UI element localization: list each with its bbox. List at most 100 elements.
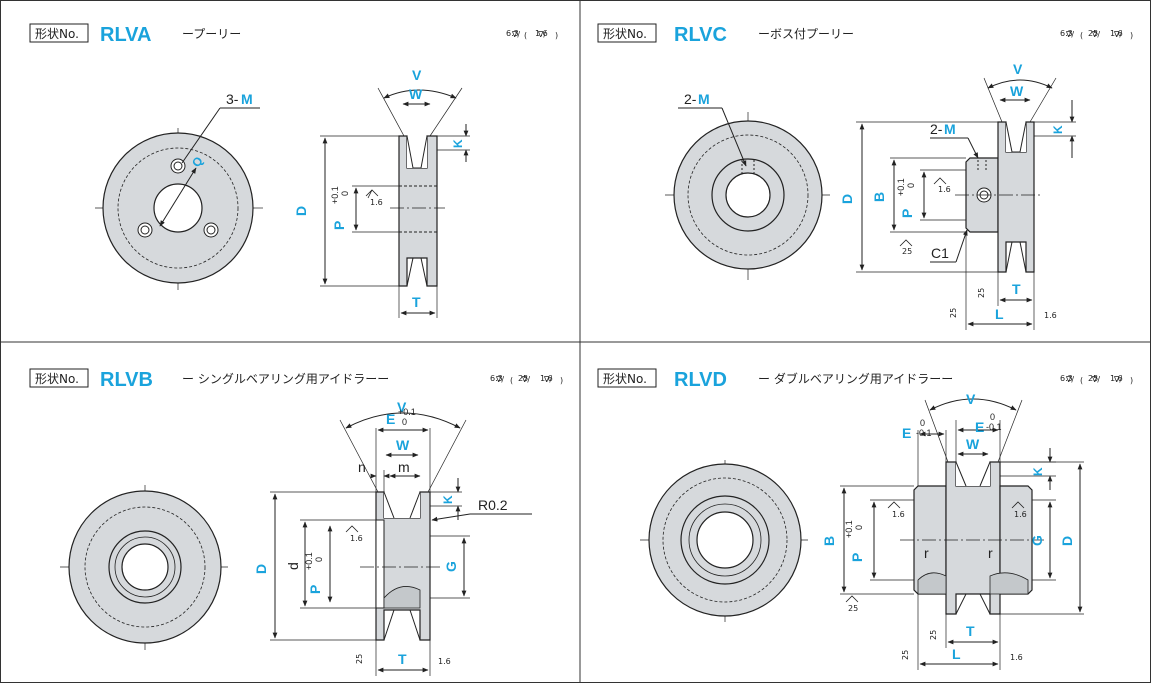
- dim-p: P: [849, 553, 865, 562]
- svg-text:∇/: ∇/: [1113, 375, 1122, 384]
- fillet-r-right: r: [988, 545, 993, 561]
- svg-text:(: (: [510, 376, 513, 385]
- tol-lower: 0: [854, 525, 864, 530]
- dim-e-right: E: [975, 419, 984, 435]
- dim-d: D: [839, 194, 855, 204]
- roughness-spec: 6.3 ∇/ ( 25 ∇/ 1.6 ∇/ ): [1060, 29, 1133, 40]
- dim-bore-d: d: [285, 562, 301, 570]
- rlva-front-view: 3- M Q: [95, 91, 265, 290]
- roughness-mark: 25: [848, 604, 858, 613]
- shape-no-box: [597, 23, 657, 43]
- roughness-mark: 25: [355, 654, 364, 664]
- svg-text:1.6: 1.6: [535, 29, 548, 38]
- svg-text:∇/: ∇/: [1065, 30, 1074, 39]
- part-code: RLVA: [100, 24, 151, 46]
- tol-lower: 0: [906, 183, 916, 188]
- roughness-mark: 25: [929, 630, 938, 640]
- rlvb-side-view: V E +0.1 0 W n m K: [253, 399, 532, 676]
- dim-w: W: [1010, 83, 1024, 99]
- rlva-side-view: V W K D P +0.1 0 1.6: [293, 67, 470, 318]
- rlvd-side-view: r r V E 0 -0.1 E 0 -0.1 W: [821, 391, 1084, 670]
- svg-text:∇/: ∇/: [1065, 375, 1074, 384]
- tol-e-lower: -0.1: [986, 422, 1002, 432]
- svg-text:∇/: ∇/: [521, 375, 530, 384]
- shape-no-box: [29, 23, 89, 43]
- shape-no-label: 形状No.: [35, 27, 79, 41]
- svg-text:(: (: [1080, 31, 1083, 40]
- dim-b: B: [871, 192, 887, 202]
- panel-rlvc: 形状No. RLVC ーボス付プーリー 6.3 ∇/ ( 25 ∇/ 1.6 ∇…: [597, 23, 1133, 330]
- roughness-mark: 1.6: [438, 657, 451, 666]
- part-subtitle: ーボス付プーリー: [758, 27, 854, 41]
- part-subtitle: ープーリー: [182, 27, 241, 41]
- svg-text:25: 25: [518, 374, 528, 383]
- part-code: RLVD: [674, 369, 727, 391]
- svg-text:25: 25: [1088, 29, 1098, 38]
- mount-hole: [203, 222, 219, 238]
- part-subtitle: ー シングルベアリング用アイドラーー: [182, 372, 389, 386]
- chamfer-c1: C1: [931, 245, 949, 261]
- svg-text:6.3: 6.3: [1060, 374, 1073, 383]
- roughness-spec: 6.3 ∇/ ( 25 ∇/ 1.6 ∇/ ): [490, 374, 563, 385]
- roughness-mark: 1.6: [1014, 510, 1027, 519]
- roughness-mark: 1.6: [370, 198, 383, 207]
- part-code: RLVB: [100, 369, 153, 391]
- dim-m: m: [398, 459, 410, 475]
- svg-text:∇/: ∇/: [1091, 375, 1100, 384]
- svg-text:∇/: ∇/: [543, 375, 552, 384]
- roughness-mark: 25: [977, 288, 986, 298]
- mount-hole: [137, 222, 153, 238]
- svg-text:∇/: ∇/: [1091, 30, 1100, 39]
- svg-text:∇/: ∇/: [511, 30, 520, 39]
- dim-p: P: [307, 585, 323, 594]
- dim-p: P: [331, 221, 347, 230]
- dim-n: n: [358, 459, 366, 475]
- svg-text:25: 25: [1088, 374, 1098, 383]
- rlvb-front-view: [60, 485, 230, 650]
- dim-t: T: [398, 651, 407, 667]
- hole-count-label: 2-: [684, 91, 697, 107]
- roughness-mark: 25: [901, 650, 910, 660]
- dim-l: L: [952, 646, 961, 662]
- svg-text:(: (: [1080, 376, 1083, 385]
- tol-e-lower: 0: [402, 417, 407, 427]
- shape-no-box: [597, 368, 657, 388]
- svg-text:6.3: 6.3: [1060, 29, 1073, 38]
- shape-no-label: 形状No.: [603, 372, 647, 386]
- part-code: RLVC: [674, 24, 727, 46]
- dim-m: M: [241, 91, 253, 107]
- panel-rlva: 形状No. RLVA ープーリー 6.3 ∇/ ( 1.6 ∇/ ): [29, 23, 558, 318]
- dim-m-boss: M: [944, 121, 956, 137]
- dim-e-left: E: [902, 425, 911, 441]
- tol-e-upper: +0.1: [398, 407, 416, 417]
- dim-v: V: [412, 67, 422, 83]
- dim-w: W: [409, 86, 423, 102]
- svg-text:∇/: ∇/: [1113, 30, 1122, 39]
- dim-w: W: [966, 436, 980, 452]
- roughness-mark: 25: [949, 308, 958, 318]
- tol-upper: +0.1: [304, 552, 314, 570]
- tol-lower: 0: [340, 191, 350, 196]
- shape-no-label: 形状No.: [603, 27, 647, 41]
- panel-rlvd: 形状No. RLVD ー ダブルベアリング用アイドラーー 6.3 ∇/ ( 25…: [597, 368, 1133, 670]
- roughness-mark: 1.6: [1044, 311, 1057, 320]
- tol-e-upper: 0: [990, 412, 995, 422]
- svg-text:(: (: [524, 31, 527, 40]
- svg-text:): ): [1130, 31, 1133, 40]
- roughness-mark: 1.6: [350, 534, 363, 543]
- svg-text:1.6: 1.6: [540, 374, 553, 383]
- tol-e-lower: -0.1: [916, 428, 932, 438]
- dim-l: L: [995, 306, 1004, 322]
- svg-text:∇/: ∇/: [495, 375, 504, 384]
- dim-v: V: [397, 399, 407, 415]
- dim-g: G: [1029, 535, 1045, 546]
- dim-d: D: [253, 564, 269, 574]
- tol-upper: +0.1: [844, 520, 854, 538]
- dim-d: D: [293, 206, 309, 216]
- dim-m: M: [698, 91, 710, 107]
- dim-e: E: [386, 411, 395, 427]
- roughness-mark: 1.6: [938, 185, 951, 194]
- dim-d: D: [1059, 536, 1075, 546]
- svg-text:6.3: 6.3: [506, 29, 519, 38]
